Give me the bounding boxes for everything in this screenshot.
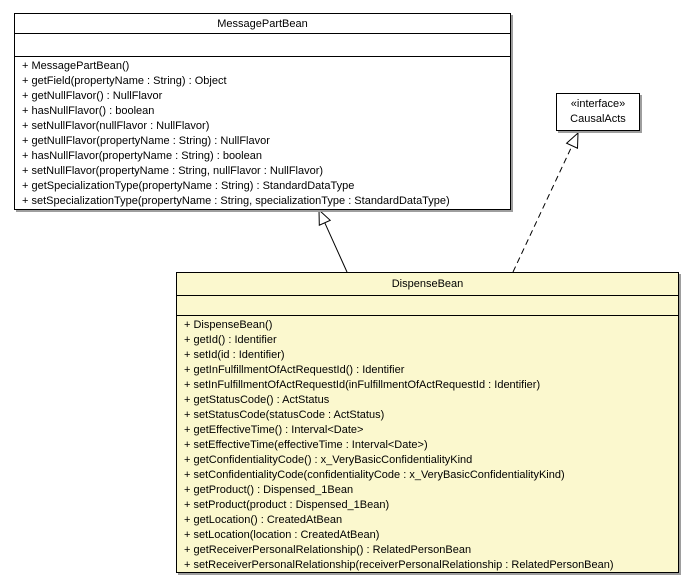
method-item: + setInFulfillmentOfActRequestId(inFulfi… bbox=[184, 379, 541, 391]
class-title: DispenseBean bbox=[177, 273, 678, 296]
uml-class-messagepartbean: MessagePartBean + MessagePartBean() + get… bbox=[14, 13, 511, 210]
method-item: + getNullFlavor(propertyName : String) :… bbox=[22, 135, 270, 147]
method-item: + setConfidentialityCode(confidentiality… bbox=[184, 469, 565, 481]
method-item: + setNullFlavor(nullFlavor : NullFlavor) bbox=[22, 120, 210, 132]
attributes-compartment bbox=[177, 296, 678, 316]
method-item: + getField(propertyName : String) : Obje… bbox=[22, 75, 227, 87]
method-item: + setSpecializationType(propertyName : S… bbox=[22, 195, 450, 207]
interface-name: CausalActs bbox=[570, 113, 626, 125]
method-item: + getInFulfillmentOfActRequestId() : Ide… bbox=[184, 364, 405, 376]
method-item: + getLocation() : CreatedAtBean bbox=[184, 514, 343, 526]
method-item: + getEffectiveTime() : Interval<Date> bbox=[184, 424, 364, 436]
uml-class-dispensebean: DispenseBean + DispenseBean() + getId() :… bbox=[176, 272, 679, 573]
method-item: + setStatusCode(statusCode : ActStatus) bbox=[184, 409, 385, 421]
method-item: + setLocation(location : CreatedAtBean) bbox=[184, 529, 380, 541]
uml-interface-causalacts: «interface» CausalActs bbox=[556, 93, 640, 131]
method-item: + setId(id : Identifier) bbox=[184, 349, 285, 361]
method-item: + getReceiverPersonalRelationship() : Re… bbox=[184, 544, 472, 556]
method-item: + DispenseBean() bbox=[184, 319, 273, 331]
method-item: + getSpecializationType(propertyName : S… bbox=[22, 180, 355, 192]
method-item: + getId() : Identifier bbox=[184, 334, 277, 346]
method-item: + setProduct(product : Dispensed_1Bean) bbox=[184, 499, 390, 511]
method-item: + hasNullFlavor() : boolean bbox=[22, 105, 155, 117]
attributes-compartment bbox=[15, 34, 510, 57]
method-item: + setReceiverPersonalRelationship(receiv… bbox=[184, 559, 614, 571]
method-item: + getProduct() : Dispensed_1Bean bbox=[184, 484, 354, 496]
realization-arrow bbox=[512, 131, 579, 273]
method-item: + MessagePartBean() bbox=[22, 60, 130, 72]
method-item: + getNullFlavor() : NullFlavor bbox=[22, 90, 163, 102]
method-item: + setNullFlavor(propertyName : String, n… bbox=[22, 165, 324, 177]
method-item: + getConfidentialityCode() : x_VeryBasic… bbox=[184, 454, 473, 466]
interface-stereotype: «interface» bbox=[570, 98, 626, 110]
generalization-arrow bbox=[318, 208, 348, 273]
methods-compartment: + DispenseBean() + getId() : Identifier + … bbox=[177, 316, 678, 573]
method-item: + setEffectiveTime(effectiveTime : Inter… bbox=[184, 439, 428, 451]
method-item: + hasNullFlavor(propertyName : String) :… bbox=[22, 150, 262, 162]
methods-compartment: + MessagePartBean() + getField(propertyNa… bbox=[15, 57, 510, 209]
class-title: MessagePartBean bbox=[15, 14, 510, 34]
method-item: + getStatusCode() : ActStatus bbox=[184, 394, 330, 406]
